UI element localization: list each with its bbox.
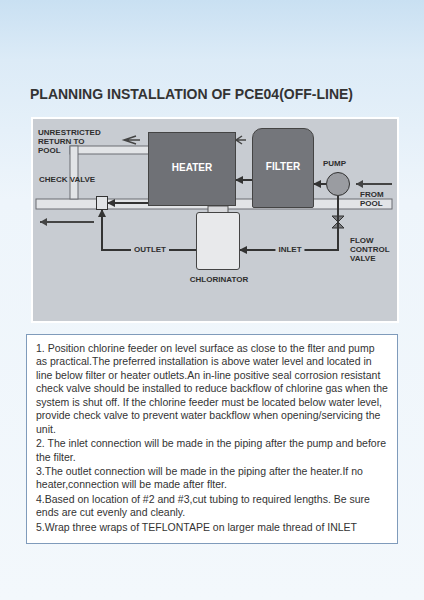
edge-label: OUTLET	[131, 244, 169, 255]
pipe-connector	[108, 202, 148, 204]
part-label: UNRESTRICTED RETURN TO POOL	[38, 128, 108, 156]
page-title: PLANNING INSTALLATION OF PCE04(OFF-LINE)	[30, 86, 353, 102]
flow-arrow	[124, 136, 140, 144]
note-paragraph: 5.Wrap three wraps of TEFLONTAPE on larg…	[36, 521, 388, 534]
filter-tank: FILTER	[252, 128, 314, 208]
check-valve: CHECK VALVE	[96, 196, 108, 210]
note-paragraph: 4.Based on location of #2 and #3,cut tub…	[36, 493, 388, 520]
pipe-connector	[236, 179, 252, 181]
pipe-connector	[314, 183, 326, 185]
node-label: FILTER	[253, 129, 313, 172]
notes-box: 1. Position chlorine feeder on level sur…	[26, 334, 398, 544]
return-arrow	[40, 221, 94, 223]
node-label: CHLORINATOR	[155, 275, 283, 284]
part-label: FROM POOL	[360, 190, 394, 208]
note-paragraph: 1. Position chlorine feeder on level sur…	[36, 342, 388, 436]
note-paragraph: 3.The outlet connection will be made in …	[36, 465, 388, 492]
pump-circle: PUMP	[326, 172, 350, 196]
heater-box: HEATER	[148, 132, 236, 206]
node-label: HEATER	[149, 133, 235, 173]
edge-label: INLET	[275, 244, 304, 255]
flow-arrow	[236, 136, 246, 144]
note-paragraph: 2. The inlet connection will be made in …	[36, 437, 388, 464]
node-label: CHECK VALVE	[39, 175, 103, 184]
node-label: PUMP	[323, 159, 363, 168]
arrowhead	[356, 180, 363, 188]
chlorinator-body: CHLORINATOR	[196, 212, 240, 270]
part-label: FLOW CONTROL VALVE	[350, 236, 396, 264]
diagram-panel	[32, 118, 398, 322]
return-pipe	[70, 146, 150, 154]
return-pipe	[70, 146, 78, 199]
arrowhead	[40, 218, 47, 226]
